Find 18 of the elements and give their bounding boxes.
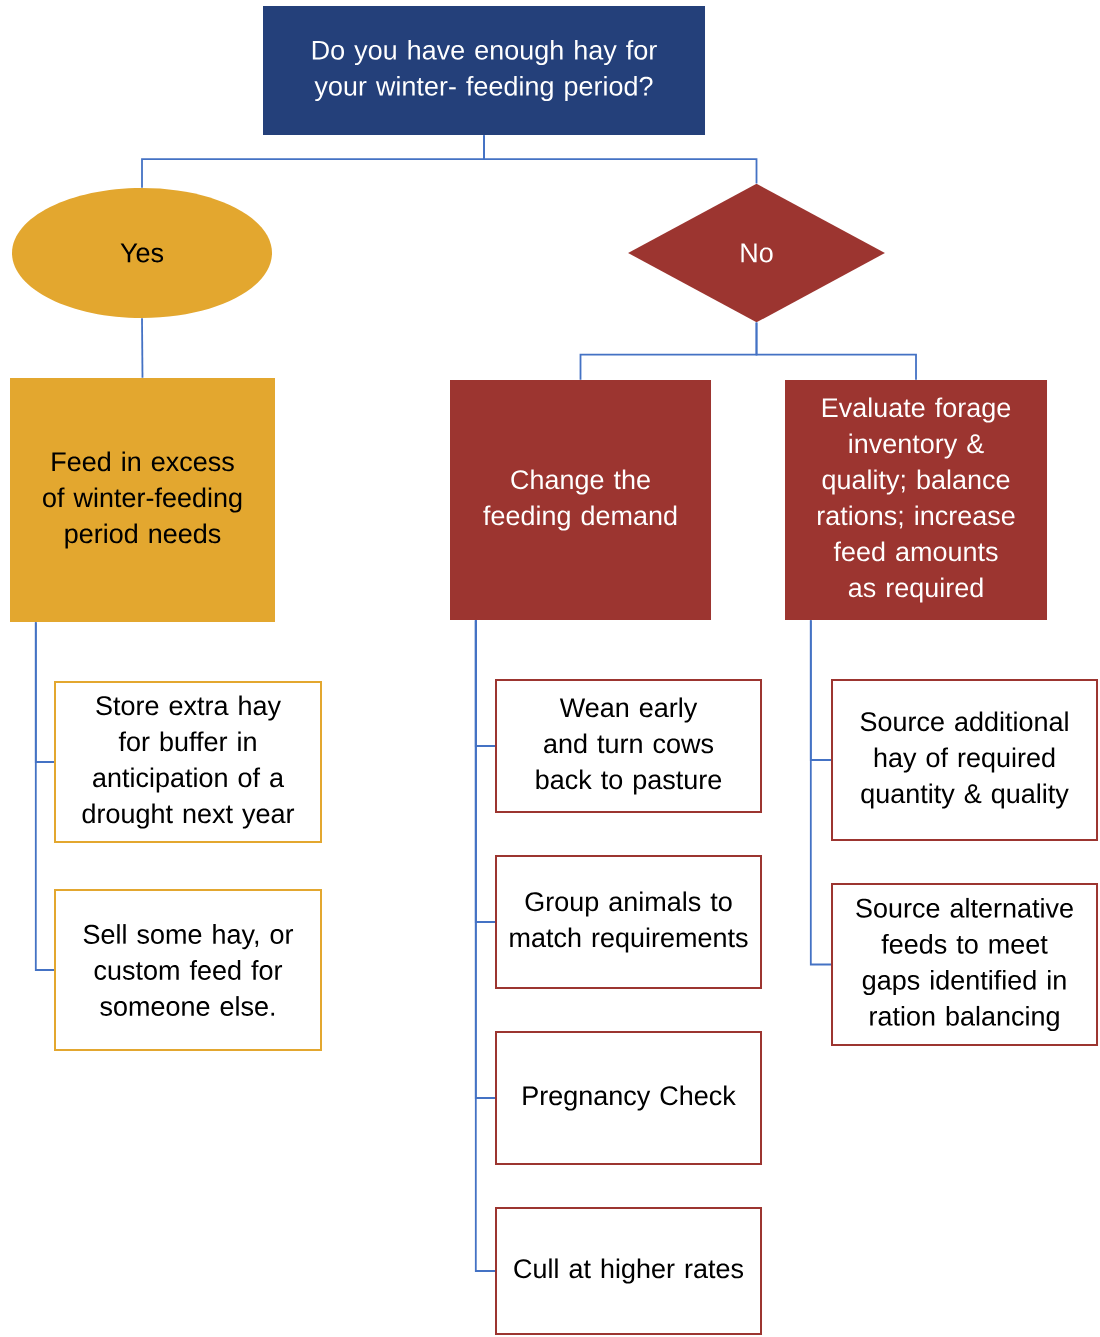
connector-line: [34, 621, 55, 971]
connector-line: [483, 134, 758, 185]
option-box: Sell some hay, or custom feed for someone else.: [54, 889, 322, 1051]
connector-line: [809, 619, 832, 966]
option-box: Cull at higher rates: [495, 1207, 762, 1335]
action-box: Feed in excess of winter-feeding period needs: [10, 378, 275, 622]
option-box: Source additional hay of required quantity & quality: [831, 679, 1098, 841]
option-box: Group animals to match requirements: [495, 855, 762, 989]
option-box: Store extra hay for buffer in anticipation of a drought next year: [54, 681, 322, 843]
connector-line: [474, 619, 496, 1272]
title-box: Do you have enough hay for your winter- feeding period?: [263, 6, 705, 135]
option-box: Pregnancy Check: [495, 1031, 762, 1165]
connector-line: [141, 317, 144, 379]
option-box: Source alternative feeds to meet gaps identified in ration balancing: [831, 883, 1098, 1046]
option-box: Wean early and turn cows back to pasture: [495, 679, 762, 813]
action-box: Evaluate forage inventory & quality; balance rations; increase feed amounts as required: [785, 380, 1047, 620]
action-box: Change the feeding demand: [450, 380, 711, 620]
connector-line: [755, 321, 917, 381]
